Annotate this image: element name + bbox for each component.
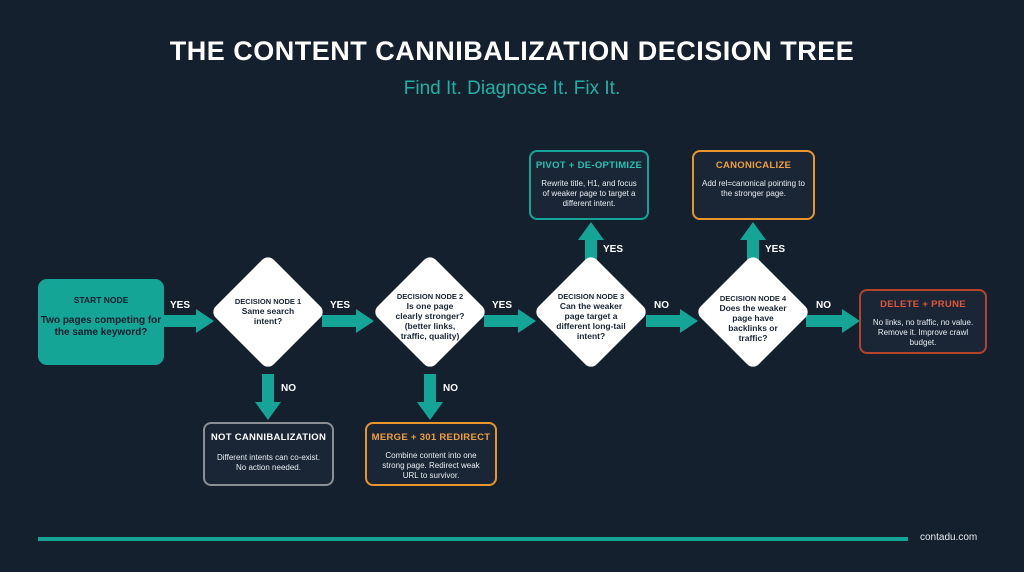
outcome-merge: MERGE + 301 REDIRECT Combine content int… — [365, 422, 497, 486]
outcome-merge-body: Combine content into one strong page. Re… — [382, 451, 480, 480]
outcome-not-cannibalization: NOT CANNIBALIZATION Different intents ca… — [203, 422, 334, 486]
decision-diamond-4 — [698, 257, 808, 367]
decision-diamond-2 — [375, 257, 485, 367]
decision-diamond-3 — [536, 257, 646, 367]
arrow-node1-down — [255, 374, 281, 420]
page-title: THE CONTENT CANNIBALIZATION DECISION TRE… — [169, 36, 855, 66]
decision-node-3-question: Can the weaker page target a different l… — [556, 301, 626, 341]
outcome-delete: DELETE + PRUNE No links, no traffic, no … — [859, 289, 987, 354]
label-node3-yes: YES — [603, 244, 624, 255]
decision-node-1-text: DECISION NODE 1 Same search intent? — [232, 297, 304, 326]
outcome-pivot-body: Rewrite title, H1, and focus of weaker p… — [541, 179, 637, 208]
outcome-pivot: PIVOT + DE-OPTIMIZE Rewrite title, H1, a… — [529, 150, 649, 220]
label-node2-no: NO — [443, 383, 458, 394]
outcome-delete-heading: DELETE + PRUNE — [880, 299, 966, 310]
footer-divider — [38, 537, 908, 541]
arrow-node3-up — [578, 222, 604, 268]
label-node2-yes: YES — [492, 300, 513, 311]
label-node4-yes: YES — [765, 244, 786, 255]
decision-node-3-text: DECISION NODE 3 Can the weaker page targ… — [555, 292, 627, 341]
arrow-node4-to-delete — [806, 309, 860, 333]
start-node: START NODE Two pages competing for the s… — [38, 279, 164, 365]
page-subtitle: Find It. Diagnose It. Fix It. — [403, 78, 621, 99]
outcome-merge-heading: MERGE + 301 REDIRECT — [371, 432, 491, 443]
outcome-not-cannibalization-body: Different intents can co-exist. No actio… — [216, 453, 320, 472]
arrow-start-to-node1 — [164, 309, 214, 333]
decision-node-1-heading: DECISION NODE 1 — [234, 297, 302, 306]
decision-node-2-text: DECISION NODE 2 Is one page clearly stro… — [394, 292, 466, 341]
decision-node-2-heading: DECISION NODE 2 — [396, 292, 464, 301]
start-node-heading: START NODE — [73, 295, 129, 305]
label-node1-yes: YES — [330, 300, 351, 311]
outcome-delete-body: No links, no traffic, no value. Remove i… — [872, 318, 974, 347]
arrow-node2-to-node3 — [484, 309, 536, 333]
start-node-body: Two pages competing for the same keyword… — [40, 315, 162, 338]
arrow-node2-down — [417, 374, 443, 420]
label-node4-no: NO — [816, 300, 831, 311]
decision-node-2-question: Is one page clearly stronger? (better li… — [395, 301, 465, 341]
outcome-canonicalize-body: Add rel=canonical pointing to the strong… — [702, 179, 805, 198]
footer-site: contadu.com — [920, 532, 978, 543]
decision-node-1-question: Same search intent? — [241, 306, 295, 326]
decision-node-4-question: Does the weaker page have backlinks or t… — [719, 303, 787, 343]
outcome-pivot-heading: PIVOT + DE-OPTIMIZE — [535, 160, 643, 171]
outcome-not-cannibalization-heading: NOT CANNIBALIZATION — [210, 432, 327, 443]
arrow-node3-to-node4 — [646, 309, 698, 333]
outcome-canonicalize: CANONICALIZE Add rel=canonical pointing … — [692, 150, 815, 220]
label-start-yes: YES — [170, 300, 191, 311]
outcome-canonicalize-heading: CANONICALIZE — [715, 160, 792, 171]
arrow-node1-to-node2 — [322, 309, 374, 333]
label-node3-no: NO — [654, 300, 669, 311]
label-node1-no: NO — [281, 383, 296, 394]
decision-node-4-text: DECISION NODE 4 Does the weaker page hav… — [717, 294, 789, 343]
arrow-node4-up — [740, 222, 766, 268]
decision-node-3-heading: DECISION NODE 3 — [557, 292, 625, 301]
decision-node-4-heading: DECISION NODE 4 — [719, 294, 787, 303]
decision-diamond-1 — [213, 257, 323, 367]
